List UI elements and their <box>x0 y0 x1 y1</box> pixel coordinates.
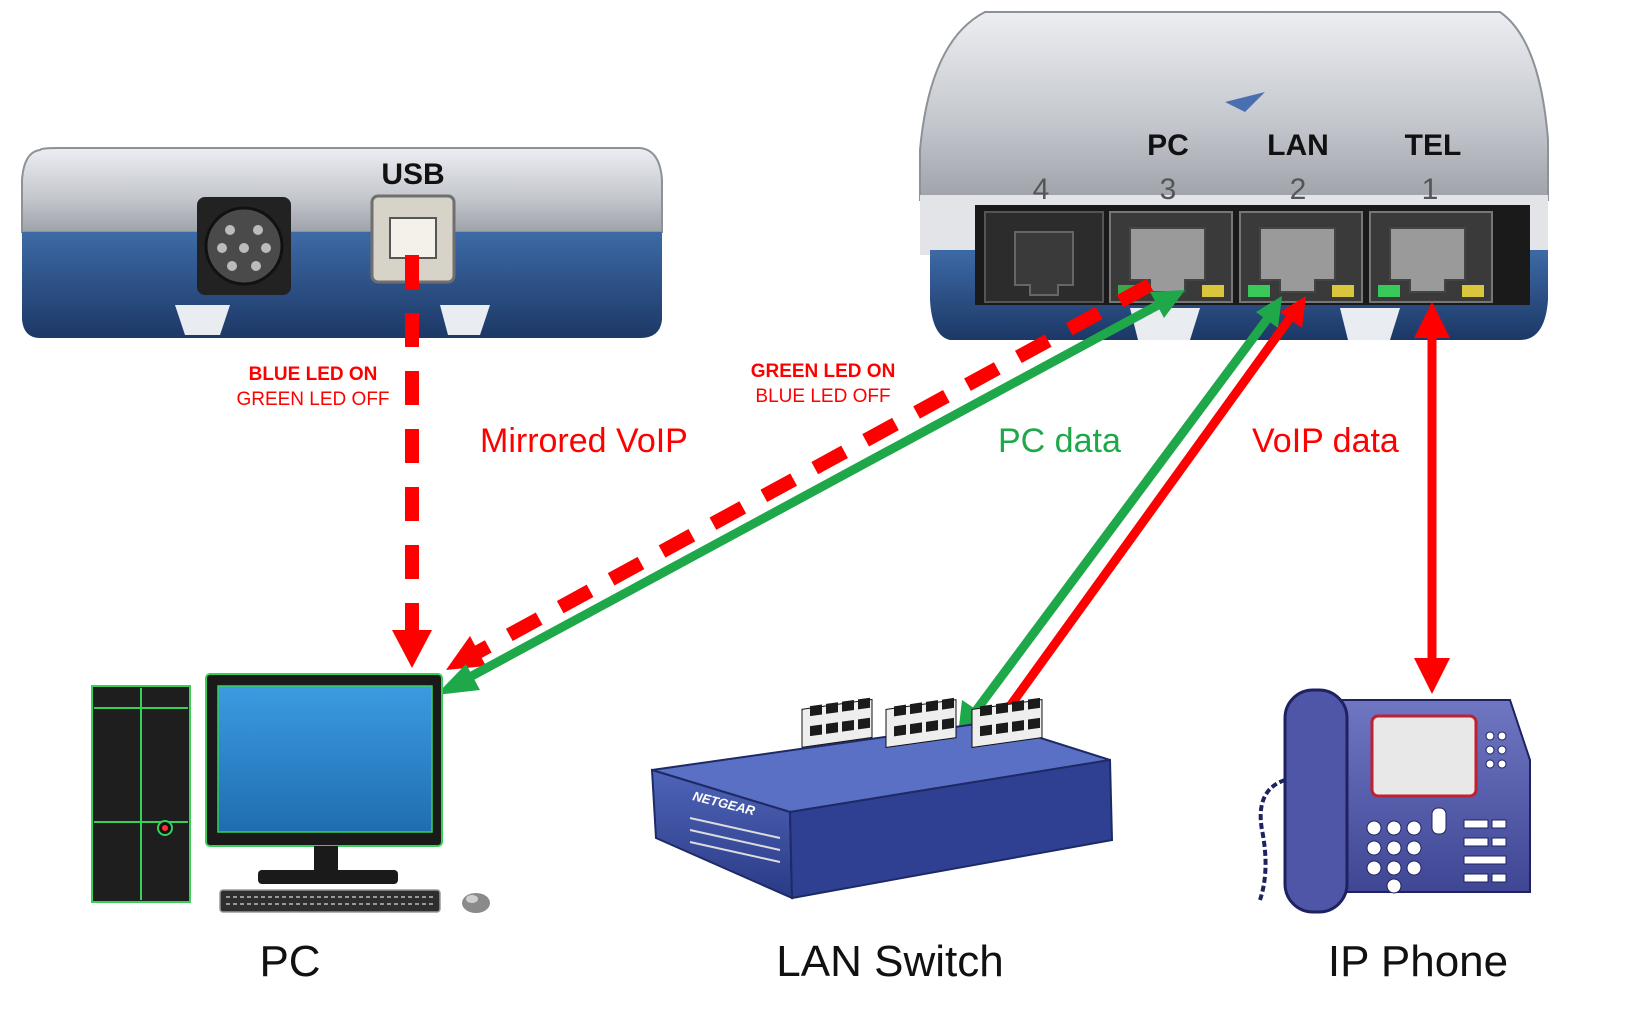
usb-to-pc-arrow <box>392 255 432 668</box>
tap-device: 4 3 2 1 PC LAN TEL <box>919 11 1549 340</box>
rj45-port-4 <box>984 211 1104 303</box>
lan-switch-label: LAN Switch <box>776 937 1003 986</box>
usb-b-port <box>370 194 456 284</box>
port-number-1: 1 <box>1422 173 1439 206</box>
handset-cord <box>1258 778 1286 901</box>
logo-mark <box>1225 92 1265 112</box>
keyboard <box>219 889 441 913</box>
port-label-pc: PC <box>1147 129 1189 162</box>
ip-phone-label: IP Phone <box>1328 937 1508 986</box>
switch-status-leds <box>689 817 781 863</box>
port-label-lan: LAN <box>1267 129 1329 162</box>
voip-data-arrow-phone <box>1414 302 1450 694</box>
port-number-3: 3 <box>1160 173 1177 206</box>
mirrored-voip-label: Mirrored VoIP <box>480 422 688 460</box>
phone-display <box>1370 714 1478 798</box>
port-label-tel: TEL <box>1405 129 1462 162</box>
mouse <box>462 893 490 913</box>
lan-switch-illustration: NETGEAR <box>650 697 1114 900</box>
pc-data-arrow-pc <box>436 290 1185 695</box>
port-number-4: 4 <box>1033 173 1050 206</box>
rj45-port-2 <box>1239 211 1363 303</box>
pc-label: PC <box>259 937 320 986</box>
ip-phone-illustration <box>1258 688 1531 914</box>
handset <box>1283 688 1349 914</box>
tap-led-on-label: GREEN LED ON <box>751 361 896 382</box>
pc-data-arrow-lan <box>958 296 1282 735</box>
keypad <box>1366 807 1507 894</box>
port-number-2: 2 <box>1290 173 1307 206</box>
mirrored-voip-arrow <box>446 278 1154 670</box>
usb-led-on-label: BLUE LED ON <box>249 364 378 385</box>
tower-case <box>91 685 191 903</box>
voip-data-label: VoIP data <box>1252 422 1399 460</box>
monitor <box>205 673 443 884</box>
rj45-port-1 <box>1369 211 1493 303</box>
tap-led-off-label: BLUE LED OFF <box>755 386 890 407</box>
switch-port-grid <box>810 697 1040 737</box>
usb-device: USB <box>21 147 663 338</box>
usb-led-off-label: GREEN LED OFF <box>236 389 389 410</box>
side-keys <box>1485 731 1507 769</box>
usb-port-label: USB <box>381 158 444 191</box>
mini-din-port <box>197 197 291 295</box>
voip-data-arrow-lan <box>984 296 1306 742</box>
pc-data-label: PC data <box>998 422 1121 460</box>
rj45-port-3 <box>1109 211 1233 303</box>
pc-illustration <box>91 673 490 913</box>
